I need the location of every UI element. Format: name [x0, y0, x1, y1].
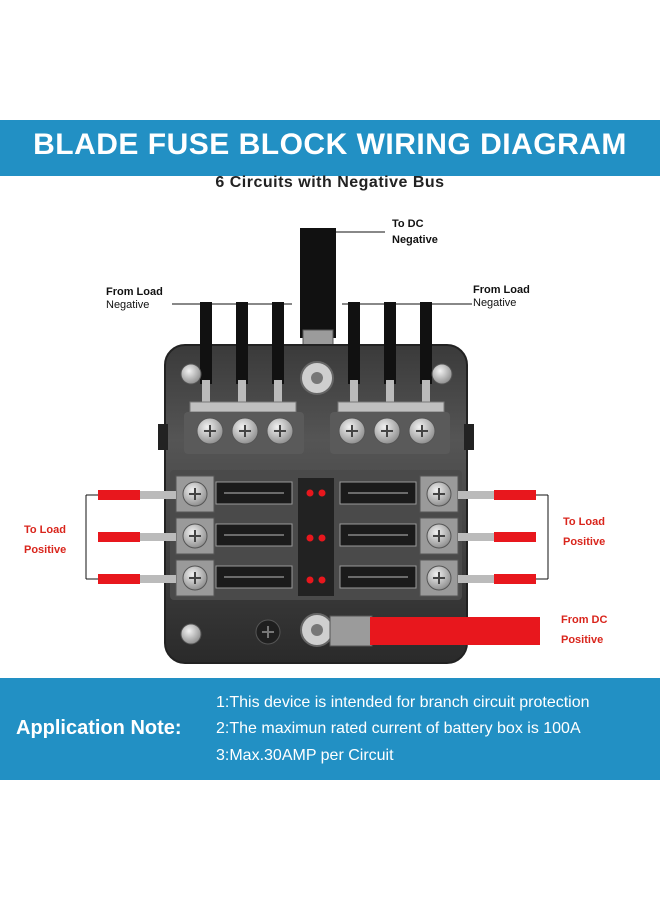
negative-bus-bar-left	[189, 401, 297, 413]
negative-bus-bar-right	[337, 401, 445, 413]
label-from-load-negative-right: From Load Negative	[473, 284, 530, 310]
label-line: Positive	[24, 544, 67, 556]
status-leds	[306, 489, 326, 584]
label-line: Positive	[563, 536, 606, 548]
label-to-load-positive-left: To Load Positive	[24, 520, 66, 560]
label-to-load-positive-right: To Load Positive	[563, 512, 605, 552]
fuse-block-diagram	[85, 228, 549, 664]
label-line: Negative	[473, 297, 517, 309]
label-line: From Load	[106, 286, 163, 298]
label-line: To Load	[563, 516, 605, 528]
load-negative-wires-right	[348, 302, 432, 402]
label-line: Negative	[106, 299, 150, 311]
load-negative-wires-left	[200, 302, 284, 402]
application-note-item: 2:The maximun rated current of battery b…	[216, 720, 581, 737]
fuse-slots	[215, 481, 417, 589]
corner-screw	[180, 623, 202, 645]
title-banner	[0, 120, 660, 176]
corner-screw	[431, 363, 453, 385]
label-from-load-negative-left: From Load Negative	[106, 286, 163, 312]
label-to-dc-negative: To DC Negative	[392, 218, 438, 247]
label-line: Negative	[392, 234, 438, 246]
led-column	[298, 478, 334, 596]
application-note-item: 1:This device is intended for branch cir…	[216, 694, 590, 711]
diagram-subtitle: 6 Circuits with Negative Bus	[215, 174, 445, 191]
label-line: Positive	[561, 634, 604, 646]
dc-positive-lug	[329, 615, 373, 647]
corner-screw	[180, 363, 202, 385]
load-positive-wires-left	[85, 490, 176, 584]
application-note-label: Application Note:	[16, 717, 182, 739]
dc-positive-wire	[370, 617, 540, 645]
diagram-title: BLADE FUSE BLOCK WIRING DIAGRAM	[33, 128, 627, 161]
application-note-item: 3:Max.30AMP per Circuit	[216, 747, 394, 764]
load-positive-wires-right	[458, 490, 549, 584]
dc-negative-wire	[300, 228, 336, 338]
label-line: From Load	[473, 284, 530, 296]
application-note-banner	[0, 678, 660, 780]
label-line: To DC	[392, 218, 424, 230]
label-from-dc-positive: From DC Positive	[561, 610, 607, 650]
label-line: From DC	[561, 614, 608, 626]
label-line: To Load	[24, 524, 66, 536]
